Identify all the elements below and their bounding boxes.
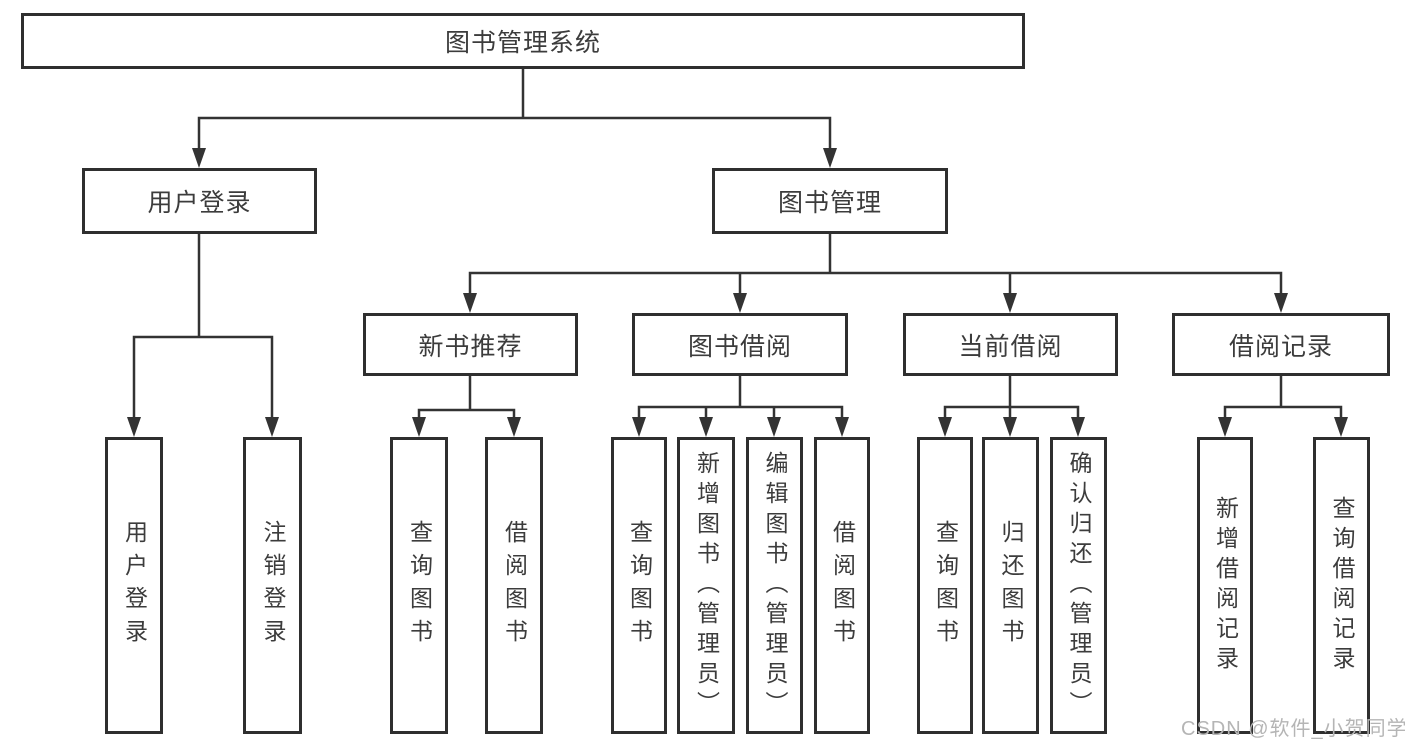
arrowhead-icons (127, 148, 1348, 437)
connector-lines (132, 69, 1343, 419)
node-book-borrow-label: 图书借阅 (687, 332, 792, 361)
leaf-user-login: 用户登录 (105, 437, 163, 734)
leaf-add-borrow-record: 新增借阅记录 (1197, 437, 1253, 734)
csdn-watermark: CSDN @软件_小贺同学 (1181, 718, 1405, 740)
node-user-login: 用户登录 (82, 168, 317, 234)
node-current-borrow: 当前借阅 (903, 313, 1118, 376)
node-borrow-records: 借阅记录 (1172, 313, 1390, 376)
leaf-query-books-borrow: 查询图书 (611, 437, 667, 734)
leaf-return-book: 归还图书 (982, 437, 1039, 734)
leaf-borrow-books-borrow: 借阅图书 (814, 437, 870, 734)
node-book-borrow: 图书借阅 (632, 313, 848, 376)
node-new-book-recommend: 新书推荐 (363, 313, 578, 376)
leaf-add-book-admin: 新增图书（管理员） (677, 437, 735, 734)
node-book-management: 图书管理 (712, 168, 948, 234)
node-current-borrow-label: 当前借阅 (958, 332, 1063, 361)
leaf-edit-book-admin: 编辑图书（管理员） (746, 437, 803, 734)
leaf-borrow-books-recommend: 借阅图书 (485, 437, 543, 734)
node-library-system: 图书管理系统 (21, 13, 1025, 69)
node-user-login-label: 用户登录 (147, 189, 252, 217)
leaf-confirm-return-admin: 确认归还（管理员） (1050, 437, 1107, 734)
node-borrow-records-label: 借阅记录 (1228, 332, 1333, 361)
leaf-query-borrow-record: 查询借阅记录 (1313, 437, 1370, 734)
node-book-management-label: 图书管理 (777, 189, 882, 217)
leaf-query-books-recommend: 查询图书 (390, 437, 448, 734)
node-library-system-label: 图书管理系统 (444, 29, 601, 57)
node-new-book-recommend-label: 新书推荐 (418, 332, 523, 361)
leaf-query-books-current: 查询图书 (917, 437, 973, 734)
leaf-logout: 注销登录 (243, 437, 302, 734)
